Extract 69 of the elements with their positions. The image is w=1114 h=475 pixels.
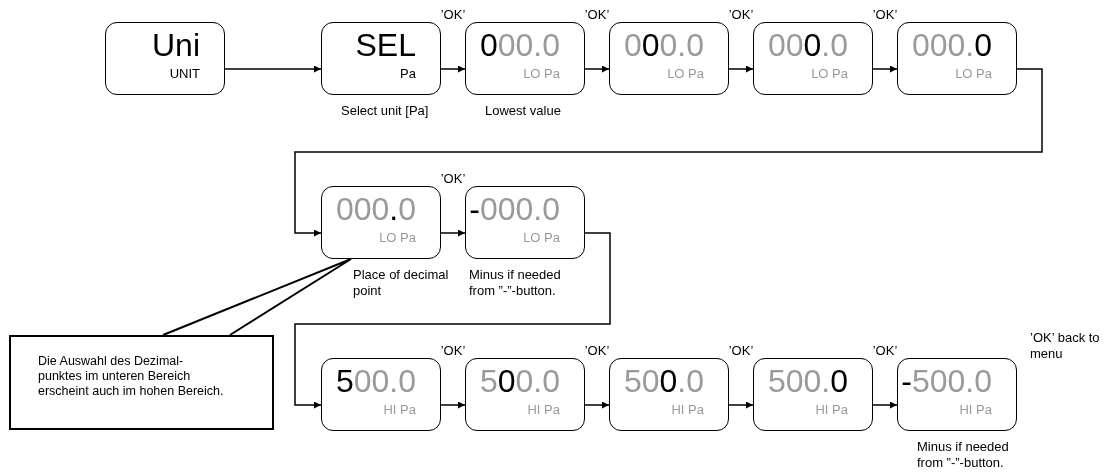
arrow	[294, 232, 611, 409]
display-box	[897, 358, 1017, 431]
unit-label: LO Pa	[667, 67, 704, 80]
step-description: Minus if needed from ”-”-button.	[469, 267, 562, 299]
arrow	[728, 401, 754, 409]
edge-label: ’OK’	[440, 344, 466, 357]
unit-label: HI Pa	[815, 403, 848, 416]
display-value: 000.0	[479, 29, 560, 61]
display-value: SEL	[355, 29, 416, 61]
display-value: Uni	[152, 29, 200, 61]
display-value: 000.0	[911, 29, 992, 61]
edge-label: ’OK’	[872, 8, 898, 21]
unit-label: LO Pa	[523, 231, 560, 244]
arrow	[440, 229, 466, 237]
display-value: 500.0	[623, 365, 704, 397]
unit-label: HI Pa	[671, 403, 704, 416]
unit-label: HI Pa	[383, 403, 416, 416]
unit-label: LO Pa	[523, 67, 560, 80]
callout-text: Die Auswahl des Dezimal- punktes im unteren Bereich erscheint auch im hohen Bereich.	[38, 354, 225, 399]
display-box	[105, 22, 225, 95]
display-value: -500.0	[901, 365, 992, 397]
arrow	[224, 65, 322, 73]
display-box	[465, 358, 585, 431]
unit-label: HI Pa	[527, 403, 560, 416]
edge-label: ’OK’	[584, 344, 610, 357]
display-box	[321, 22, 441, 95]
unit-label: LO Pa	[379, 231, 416, 244]
unit-label: HI Pa	[959, 403, 992, 416]
display-box	[321, 358, 441, 431]
display-box	[609, 22, 729, 95]
edge-label: ’OK’	[584, 8, 610, 21]
step-description: Minus if needed from ”-”-button.	[917, 439, 1010, 471]
edge-label: ’OK’	[728, 8, 754, 21]
display-box	[465, 186, 585, 259]
display-box	[897, 22, 1017, 95]
display-value: 500.0	[479, 365, 560, 397]
display-value: 500.0	[767, 365, 848, 397]
edge-label: ’OK’	[440, 8, 466, 21]
step-description: Select unit [Pa]	[341, 103, 430, 119]
callout-box	[9, 335, 274, 430]
arrow	[294, 68, 1043, 237]
unit-label: Pa	[400, 67, 416, 80]
display-value: 000.0	[767, 29, 848, 61]
callout-pointer	[162, 258, 352, 336]
unit-label: LO Pa	[811, 67, 848, 80]
step-description: Place of decimal point	[353, 267, 450, 299]
unit-label: UNIT	[169, 67, 200, 80]
display-box	[753, 22, 873, 95]
arrow	[584, 401, 610, 409]
display-box	[609, 358, 729, 431]
edge-label: ’OK’	[440, 172, 466, 185]
display-box	[321, 186, 441, 259]
arrow	[872, 65, 898, 73]
display-box	[753, 358, 873, 431]
edge-label: ’OK’	[872, 344, 898, 357]
arrow	[728, 65, 754, 73]
arrow	[584, 65, 610, 73]
arrow	[440, 401, 466, 409]
unit-label: LO Pa	[955, 67, 992, 80]
display-box	[465, 22, 585, 95]
display-value: -000.0	[469, 193, 560, 225]
arrow	[872, 401, 898, 409]
display-value: 500.0	[335, 365, 416, 397]
arrow	[440, 65, 466, 73]
note-text: ’OK’ back to menu	[1030, 330, 1101, 362]
step-description: Lowest value	[485, 103, 562, 119]
edge-label: ’OK’	[728, 344, 754, 357]
display-value: 000.0	[335, 193, 416, 225]
display-value: 000.0	[623, 29, 704, 61]
